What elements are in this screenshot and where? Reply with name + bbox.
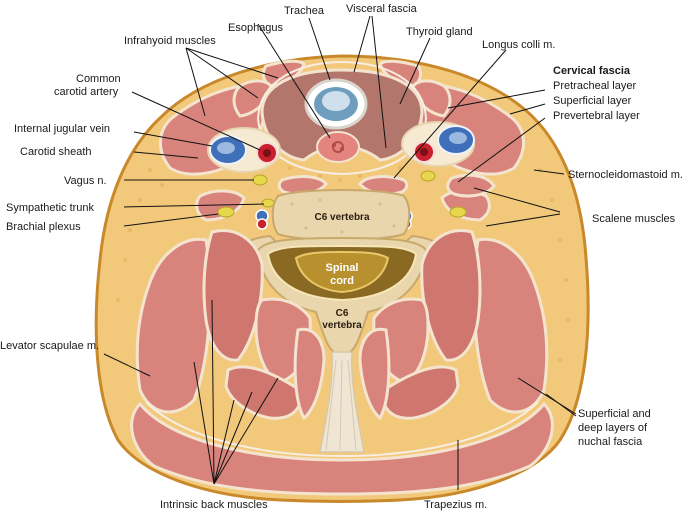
- sympathetic-trunk-right: [261, 198, 275, 208]
- nuchal-ligament-fibers: [325, 359, 357, 451]
- label-cervical-fascia: Cervical fascia: [553, 65, 631, 77]
- carotid-sheath-right: [207, 127, 281, 173]
- label-scalene-muscles: Scalene muscles: [592, 213, 676, 225]
- leader-internal-jugular: [133, 131, 213, 147]
- leader-common-carotid: [131, 91, 261, 151]
- label-intrinsic-back-muscles: Intrinsic back muscles: [160, 499, 268, 511]
- leader-back-1: [193, 361, 215, 485]
- leader-prevertebral: [457, 117, 546, 183]
- neck-cross-section: [94, 54, 590, 503]
- label-prevertebral-layer: Prevertebral layer: [553, 110, 640, 122]
- vagus-nerve-right: [252, 174, 268, 186]
- leader-sympathetic: [123, 203, 265, 208]
- label-trachea: Trachea: [284, 5, 325, 17]
- vagus-nerve-left: [420, 170, 436, 182]
- leader-longus-colli: [393, 49, 507, 179]
- label-thyroid-gland: Thyroid gland: [406, 26, 473, 38]
- bone-texture: [290, 198, 396, 234]
- leader-carotid-sheath: [133, 151, 199, 159]
- trachea: [304, 78, 368, 130]
- label-vagus-nerve: Vagus n.: [64, 175, 107, 187]
- label-visceral-fascia: Visceral fascia: [346, 3, 418, 15]
- leader-visceral-fascia-1: [353, 15, 371, 73]
- label-longus-colli: Longus colli m.: [482, 39, 555, 51]
- spinal-cord: [294, 251, 390, 294]
- label-internal-jugular-vein: Internal jugular vein: [14, 123, 110, 135]
- leader-trachea: [308, 17, 331, 81]
- label-nuchal-fascia-2: deep layers of: [578, 422, 648, 434]
- label-c6-vertebra-arch-1: C6: [336, 308, 349, 319]
- label-c6-vertebra-body: C6 vertebra: [314, 212, 369, 223]
- label-nuchal-fascia-3: nuchal fascia: [578, 436, 643, 448]
- leader-infrahyoid-2: [185, 47, 259, 99]
- leader-infrahyoid-3: [185, 47, 279, 79]
- leader-back-4: [213, 391, 253, 485]
- leader-back-3: [213, 399, 235, 485]
- leader-brachial: [123, 213, 219, 227]
- back-muscle-right-3: [224, 365, 303, 420]
- nuchal-fascia-line: [145, 401, 539, 458]
- label-c6-vertebra-arch-2: vertebra: [322, 320, 362, 331]
- label-spinal-cord-2: cord: [330, 275, 354, 287]
- leader-infrahyoid-1: [185, 47, 206, 117]
- levator-scapulae-right: [135, 237, 212, 414]
- label-carotid-sheath: Carotid sheath: [20, 146, 92, 158]
- leader-nuchal-2: [545, 393, 577, 417]
- leader-esophagus: [257, 23, 331, 139]
- leader-scm: [533, 169, 565, 175]
- leader-pretracheal: [447, 89, 546, 109]
- label-common-carotid-2: carotid artery: [54, 86, 119, 98]
- esophagus: [316, 131, 360, 163]
- label-superficial-layer: Superficial layer: [553, 95, 632, 107]
- brachial-plexus-right: [217, 206, 235, 218]
- trapezius: [130, 401, 554, 496]
- leader-thyroid: [399, 37, 431, 105]
- back-muscle-left-3: [381, 365, 460, 420]
- leader-lines: [103, 15, 577, 490]
- carotid-sheath-left: [401, 121, 475, 167]
- label-pretracheal-layer: Pretracheal layer: [553, 80, 636, 92]
- label-infrahyoid-muscles: Infrahyoid muscles: [124, 35, 216, 47]
- leader-back-5: [213, 377, 279, 485]
- leader-back-2: [211, 299, 215, 485]
- leader-visceral-fascia-2: [371, 15, 387, 149]
- leader-superficial-layer: [509, 103, 546, 115]
- leader-nuchal-1: [517, 377, 577, 415]
- leader-scalene-1: [473, 187, 561, 213]
- label-esophagus: Esophagus: [228, 22, 284, 34]
- back-muscle-right-1: [202, 229, 264, 362]
- visceral-fascia-line: [256, 60, 428, 176]
- back-muscle-right-4: [293, 327, 326, 421]
- label-common-carotid-1: Common: [76, 73, 121, 85]
- scalene-left-posterior: [446, 173, 496, 198]
- label-sympathetic-trunk: Sympathetic trunk: [6, 202, 95, 214]
- brachial-plexus-left: [449, 206, 467, 218]
- label-nuchal-fascia-1: Superficial and: [578, 408, 651, 420]
- leader-scalene-2: [485, 213, 561, 227]
- spinous-process: [319, 351, 365, 453]
- leader-levator: [103, 353, 151, 377]
- back-muscle-left-4: [358, 327, 391, 421]
- labels: Trachea Visceral fascia Esophagus Infrah…: [0, 3, 683, 511]
- label-sternocleidomastoid: Sternocleidomastoid m.: [568, 169, 683, 181]
- label-brachial-plexus: Brachial plexus: [6, 221, 81, 233]
- back-muscle-left-1: [420, 229, 482, 362]
- label-levator-scapulae: Levator scapulae m.: [0, 340, 99, 352]
- levator-scapulae-left: [472, 237, 549, 414]
- label-spinal-cord-1: Spinal: [325, 262, 358, 274]
- label-trapezius: Trapezius m.: [424, 499, 487, 511]
